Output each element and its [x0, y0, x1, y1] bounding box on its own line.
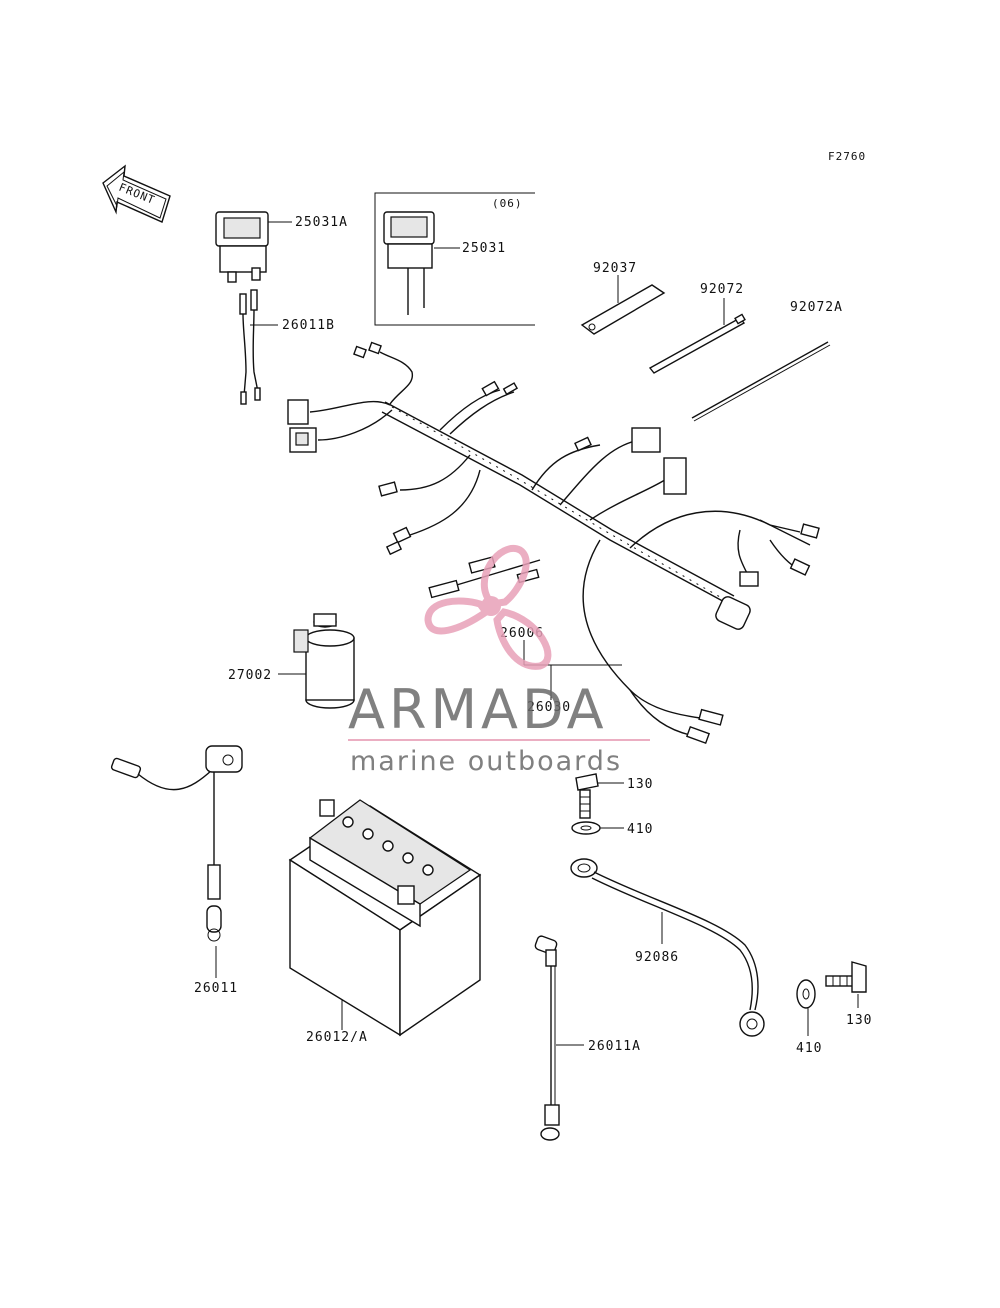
watermark-tagline: marine outboards — [350, 746, 622, 777]
callout-25031a: 25031A — [295, 215, 348, 230]
callout-130-lower: 130 — [846, 1013, 872, 1028]
main-harness-26030 — [287, 341, 820, 745]
cable-26011 — [110, 745, 243, 942]
bolt-130-upper — [575, 773, 599, 819]
relay-27002 — [293, 613, 355, 709]
washer-410-upper — [571, 821, 601, 835]
front-arrow-icon: FRONT — [102, 164, 171, 223]
washer-410-lower — [796, 979, 816, 1009]
lead-wire-26011b — [239, 289, 261, 405]
pad-92037 — [580, 284, 666, 335]
figure-code: F2760 — [828, 150, 866, 163]
callout-92037: 92037 — [593, 261, 637, 276]
callout-130-upper: 130 — [627, 777, 653, 792]
callout-410-upper: 410 — [627, 822, 653, 837]
callout-26012a: 26012/A — [306, 1030, 368, 1045]
inset-note: (06) — [492, 197, 523, 210]
cable-92086 — [570, 858, 765, 1037]
callout-410-lower: 410 — [796, 1041, 822, 1056]
battery-26012a — [288, 799, 482, 1037]
callout-92086: 92086 — [635, 950, 679, 965]
callout-26030: 26030 — [527, 700, 571, 715]
inset-frame — [374, 192, 535, 326]
callout-26011: 26011 — [194, 981, 238, 996]
propeller-logo-icon — [424, 544, 552, 670]
band-92072 — [648, 313, 746, 374]
callout-26011b: 26011B — [282, 318, 335, 333]
armada-watermark: ARMADA marine outboards — [348, 544, 650, 777]
hour-meter-25031a — [215, 211, 269, 283]
watermark-brand: ARMADA — [348, 678, 608, 741]
callout-26011a: 26011A — [588, 1039, 641, 1054]
cable-26011a — [534, 935, 560, 1141]
callout-92072: 92072 — [700, 282, 744, 297]
callout-27002: 27002 — [228, 668, 272, 683]
bolt-130-lower — [825, 961, 867, 993]
callout-25031: 25031 — [462, 241, 506, 256]
callout-92072a: 92072A — [790, 300, 843, 315]
hour-meter-25031 — [383, 211, 435, 315]
band-92072a — [691, 341, 831, 422]
